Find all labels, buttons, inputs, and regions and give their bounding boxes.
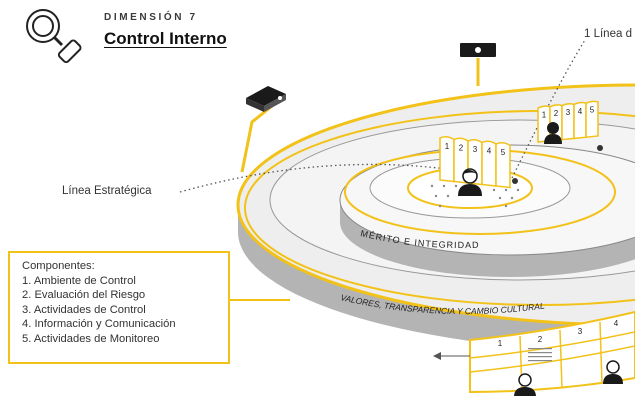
guide-dot-right <box>597 145 603 151</box>
component-item: 2. Evaluación del Riesgo <box>22 289 146 302</box>
guide-linea-estrategica <box>179 163 469 193</box>
label-primera-linea: 1 Línea d <box>584 28 632 40</box>
guide-primera-linea <box>511 39 586 179</box>
components-heading: Componentes: <box>22 260 95 272</box>
panel-number: 4 <box>578 107 583 116</box>
projector-connector <box>240 104 273 173</box>
panel-number: 2 <box>554 109 559 118</box>
page-title: Control Interno <box>104 29 227 48</box>
bottom-panel-number: 2 <box>538 335 543 344</box>
panel-page <box>495 142 511 189</box>
bottom-panel-numbers: 1 2 3 4 <box>498 319 619 348</box>
panel-number: 3 <box>566 108 571 117</box>
magnifier-icon <box>26 9 82 64</box>
bottom-panel-number: 1 <box>498 339 503 348</box>
guide-dot-center <box>512 178 518 184</box>
person-icon <box>458 168 482 196</box>
panel-number: 5 <box>501 148 506 157</box>
panel-number: 1 <box>445 142 450 151</box>
panel-number: 2 <box>459 143 464 152</box>
panel-number: 1 <box>542 110 547 119</box>
person-icon <box>514 373 536 396</box>
bottom-panel-number: 4 <box>614 319 619 328</box>
panel-number: 3 <box>473 145 478 154</box>
panel-number: 4 <box>487 146 492 155</box>
label-linea-estrategica: Línea Estratégica <box>62 185 152 197</box>
person-icon <box>603 360 623 384</box>
components-box: Componentes: 1. Ambiente de Control 2. E… <box>8 251 230 364</box>
bottom-panel-number: 3 <box>578 327 583 336</box>
component-item: 1. Ambiente de Control <box>22 274 136 287</box>
person-icon <box>544 122 562 144</box>
monitor-icon <box>460 43 496 57</box>
panel-page <box>585 100 599 139</box>
component-item: 3. Actividades de Control <box>22 303 146 316</box>
center-dots <box>430 184 520 208</box>
projector-icon <box>246 86 286 112</box>
component-item: 5. Actividades de Monitoreo <box>22 332 160 345</box>
dimension-kicker: DIMENSIÓN 7 <box>104 12 198 23</box>
component-item: 4. Información y Comunicación <box>22 318 176 331</box>
bottom-strip <box>433 310 635 394</box>
panel-number: 5 <box>590 106 595 115</box>
